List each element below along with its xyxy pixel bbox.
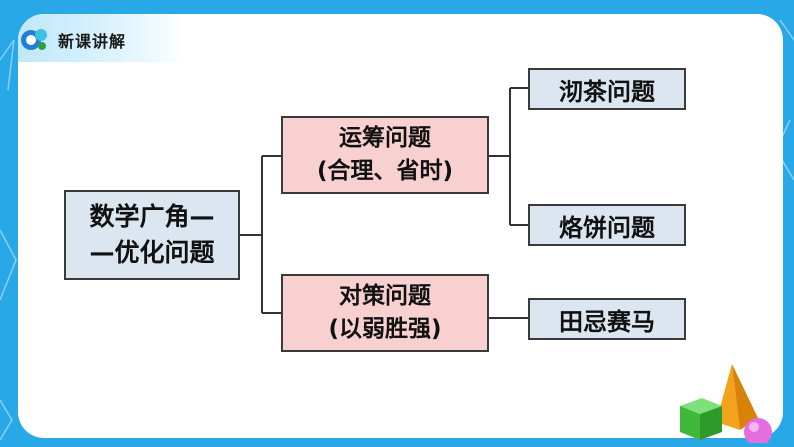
logo-icon [21,29,47,50]
root-line-2: —优化问题 [89,238,215,267]
geometric-solids-decoration [680,364,772,443]
page-title: 新课讲解 [58,32,127,51]
branch-2-line-2: (以弱胜强) [328,316,442,342]
leaf-node-horse-race: 田忌赛马 [528,298,686,340]
branch-node-strategy: 对策问题 (以弱胜强) [281,274,489,352]
root-node: 数学广角— —优化问题 [64,190,240,280]
leaf-node-pancake: 烙饼问题 [528,204,686,246]
branch-1-line-2: (合理、省时) [316,158,454,184]
root-line-1: 数学广角— [89,202,215,231]
title-bar [18,14,188,62]
branch-2-line-1: 对策问题 [339,283,431,309]
leaf-node-tea: 沏茶问题 [528,68,686,110]
connector-branch1-leaves [489,87,528,226]
branch-1-line-1: 运筹问题 [339,125,431,151]
branch-node-operations: 运筹问题 (合理、省时) [281,116,489,194]
connector-root-branches [240,155,281,314]
